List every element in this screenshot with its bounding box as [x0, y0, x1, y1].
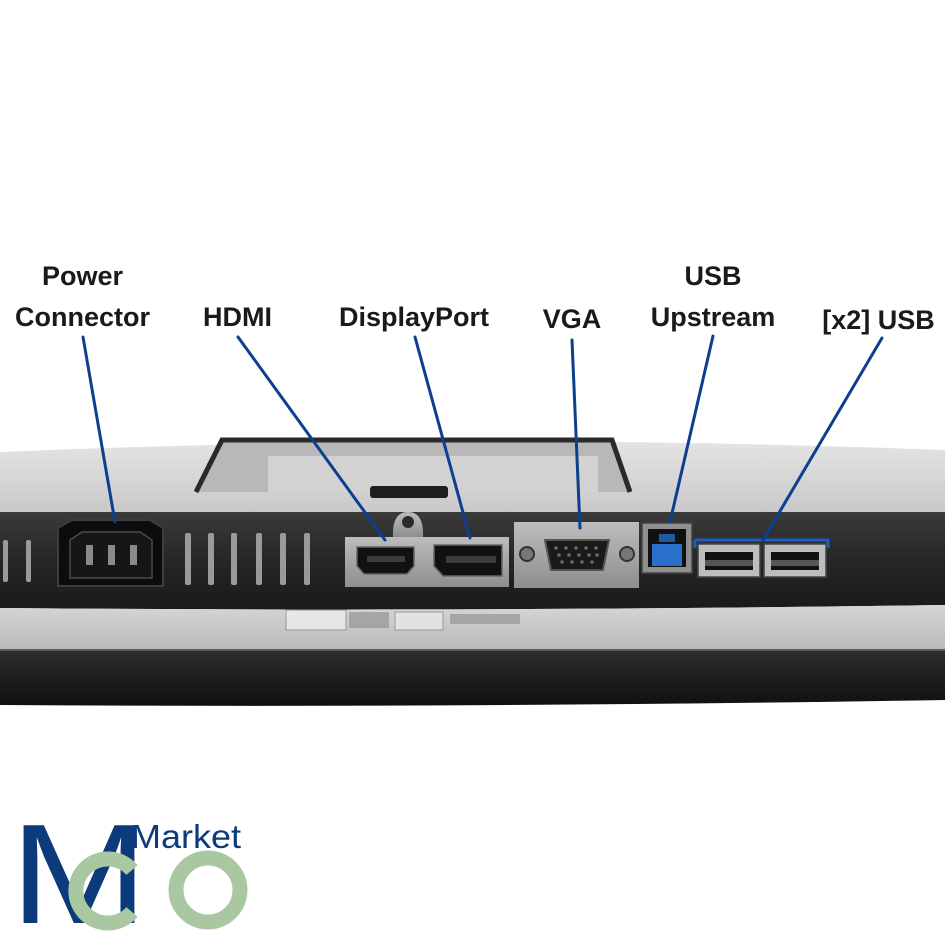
- regulatory-label-area: [285, 609, 520, 631]
- vga-port: [519, 539, 635, 571]
- label-power-line2: Connector: [15, 302, 150, 332]
- hdmi-port: [356, 546, 415, 575]
- label-hdmi: HDMI: [203, 302, 272, 332]
- label-power-line1: Power: [41, 261, 124, 291]
- label-usb-x2: [x2] USB: [822, 305, 935, 335]
- callout-lines: [81, 334, 884, 542]
- displayport-port: [433, 544, 503, 577]
- label-usb-up-line2: Upstream: [650, 302, 776, 332]
- vent-slots-left: [3, 533, 310, 585]
- label-vga: VGA: [542, 304, 602, 334]
- usb-downstream-ports: [693, 538, 830, 578]
- bottom-bezel: [0, 650, 945, 706]
- lower-panel: [0, 605, 945, 650]
- label-displayport: DisplayPort: [338, 302, 490, 332]
- label-usb-up-line1: USB: [684, 261, 742, 291]
- label-power-connector: Power Connector: [0, 256, 165, 338]
- power-connector-port: [57, 519, 164, 587]
- label-usb-upstream: USB Upstream: [632, 256, 794, 338]
- usb-upstream-port: [641, 522, 693, 574]
